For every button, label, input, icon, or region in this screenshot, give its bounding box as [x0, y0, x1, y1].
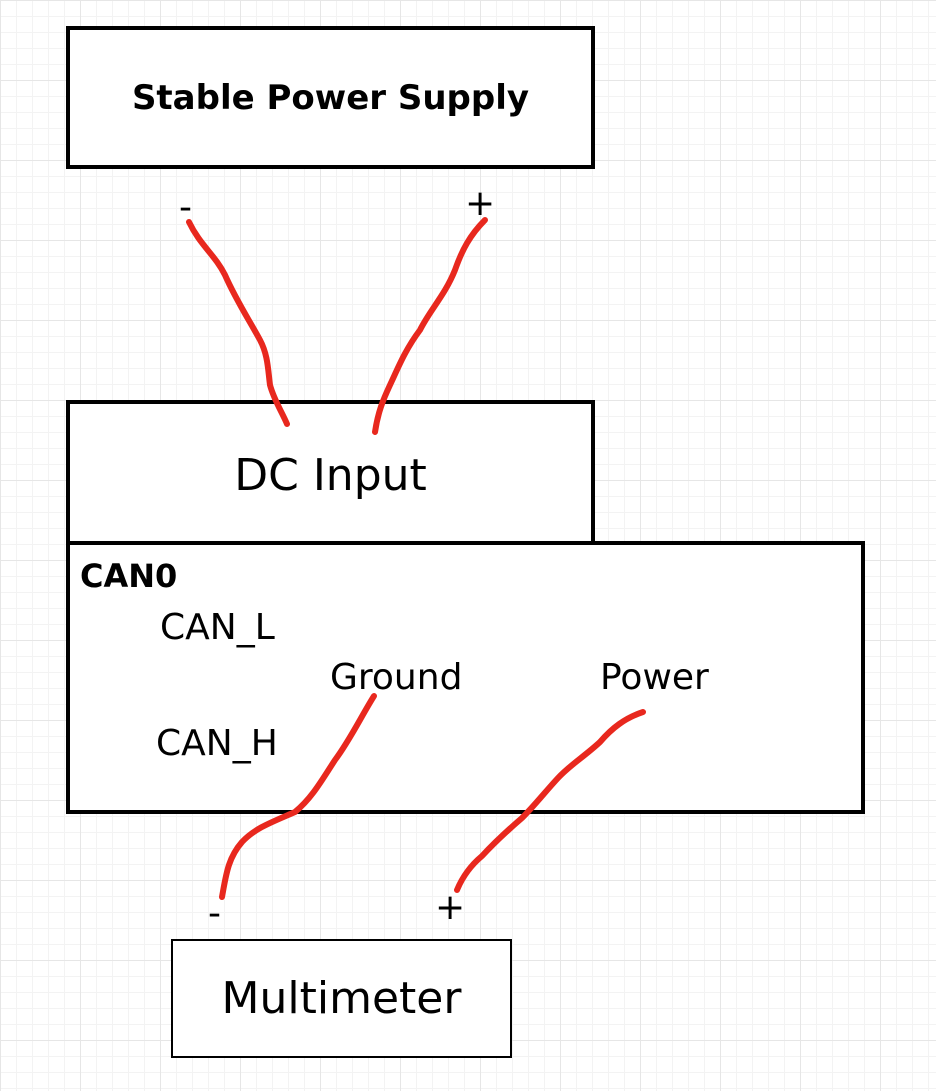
can-l-label: CAN_L — [160, 607, 275, 648]
power-supply-block: Stable Power Supply — [66, 26, 595, 169]
power-label: Power — [600, 657, 709, 698]
multimeter-block: Multimeter — [171, 939, 512, 1058]
multimeter-minus-sign: - — [208, 893, 221, 934]
multimeter-label: Multimeter — [221, 973, 462, 1024]
power-supply-label: Stable Power Supply — [131, 77, 530, 118]
multimeter-plus-sign: + — [435, 887, 466, 928]
ground-label: Ground — [330, 657, 463, 698]
can-h-label: CAN_H — [156, 723, 278, 764]
supply-negative-wire — [186, 219, 290, 427]
supply-plus-sign: + — [465, 183, 496, 224]
supply-minus-sign: - — [179, 187, 192, 228]
can0-block: CAN0 CAN_L Ground Power CAN_H — [66, 541, 865, 814]
dc-input-block: DC Input — [66, 400, 595, 546]
dc-input-label: DC Input — [234, 449, 427, 501]
can0-title: CAN0 — [80, 557, 178, 595]
